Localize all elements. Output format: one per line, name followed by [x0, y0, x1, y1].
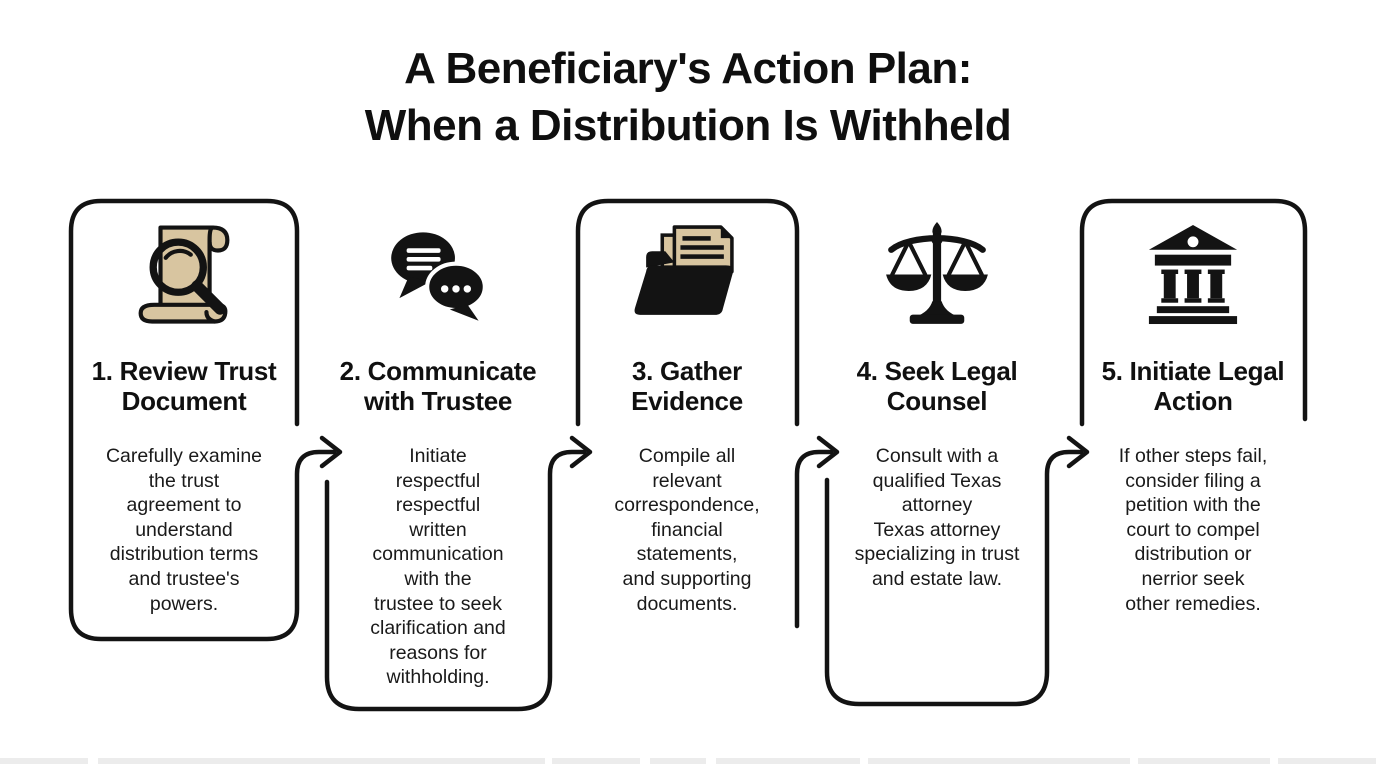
card-1-border: [68, 198, 337, 642]
step-4-description: Consult with a qualified Texas attorney …: [854, 445, 1020, 590]
step-3-description: Compile all relevant correspondence, fin…: [614, 445, 760, 615]
step-5-description: If other steps fail, consider filing a p…: [1118, 445, 1268, 615]
step3-to-step4-arrow-shaft: [794, 449, 834, 629]
step3-to-step4-arrowhead: [816, 435, 840, 469]
step-2-description: Initiate respectful respectful written c…: [370, 445, 506, 689]
step1-to-step2-arrowhead: [319, 435, 343, 469]
step-4-heading: 4. Seek Legal Counsel: [856, 356, 1018, 416]
card-5-border: [1079, 198, 1308, 427]
step-2-heading: 2. Communicate with Trustee: [339, 356, 537, 416]
step-1-heading: 1. Review Trust Document: [91, 356, 277, 416]
step-5-heading: 5. Initiate Legal Action: [1101, 356, 1285, 416]
step-3-gather-evidence: 3. Gather Evidence Compile all relevant …: [567, 0, 807, 768]
title-line-1: A Beneficiary's Action Plan:: [404, 44, 972, 93]
courthouse-icon: [1148, 224, 1238, 325]
scroll-magnifier-icon: [138, 225, 230, 324]
folder-documents-icon: [634, 225, 734, 315]
title-line-2: When a Distribution Is Withheld: [364, 101, 1012, 150]
step-3-heading: 3. Gather Evidence: [631, 356, 743, 416]
speech-bubbles-icon: [391, 232, 487, 321]
page-title: A Beneficiary's Action Plan: When a Dist…: [0, 40, 1376, 154]
scales-of-justice-icon: [886, 222, 988, 324]
step4-to-step5-arrowhead: [1066, 435, 1090, 469]
step-2-communicate-with-trustee: 2. Communicate with Trustee Initiate res…: [318, 0, 558, 768]
step2-to-step3-arrowhead: [569, 435, 593, 469]
card-4-border: [824, 449, 1084, 707]
step-4-seek-legal-counsel: 4. Seek Legal Counsel Consult with a qua…: [817, 0, 1057, 768]
footer-strip: [0, 758, 1376, 764]
step-5-initiate-legal-action: 5. Initiate Legal Action If other steps …: [1073, 0, 1313, 768]
card-3-border: [575, 198, 800, 427]
step-1-description: Carefully examine the trust agreement to…: [105, 445, 263, 615]
card-2-border: [324, 449, 587, 712]
step-1-review-trust-document: 1. Review Trust Document Carefully exami…: [64, 0, 304, 768]
